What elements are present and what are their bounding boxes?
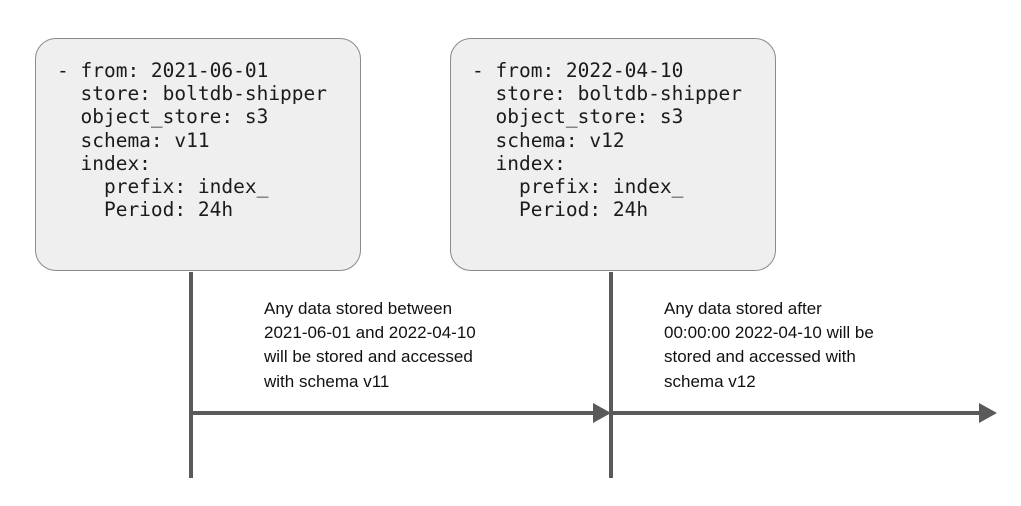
schema-config-text-v11: - from: 2021-06-01 store: boltdb-shipper… (57, 59, 328, 222)
schema-config-box-v12: - from: 2022-04-10 store: boltdb-shipper… (450, 38, 776, 271)
schema-config-box-v11: - from: 2021-06-01 store: boltdb-shipper… (35, 38, 361, 271)
timeline-segment-v11 (191, 411, 595, 415)
timeline-segment-v12 (611, 411, 981, 415)
annotation-v12-range: Any data stored after 00:00:00 2022-04-1… (664, 299, 874, 391)
timeline-tick-2021-06-01 (189, 272, 193, 478)
schema-config-text-v12: - from: 2022-04-10 store: boltdb-shipper… (472, 59, 743, 222)
annotation-v11-range: Any data stored between 2021-06-01 and 2… (264, 299, 476, 391)
arrow-right-icon (979, 403, 997, 423)
timeline-tick-2022-04-10 (609, 272, 613, 478)
arrow-right-icon (593, 403, 611, 423)
